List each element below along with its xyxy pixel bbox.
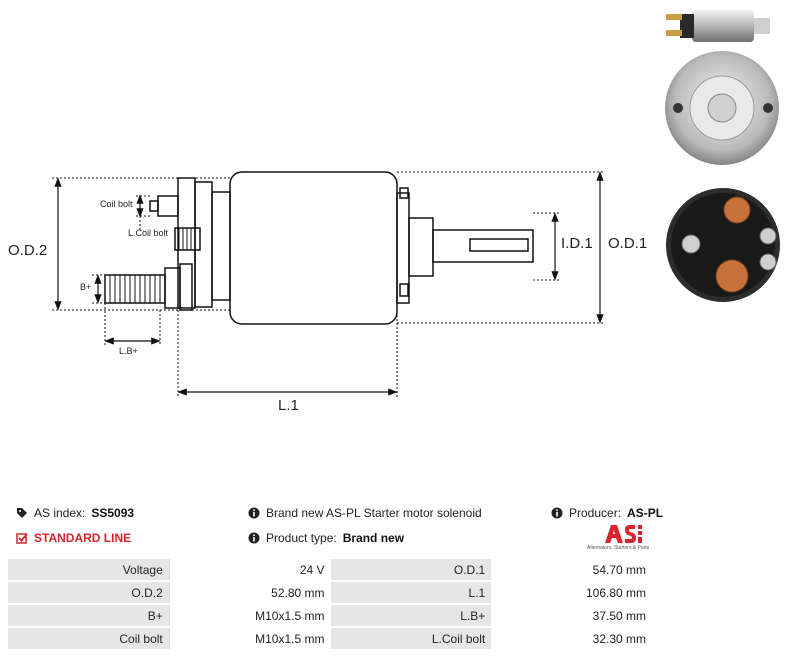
producer-row: Producer: AS-PL — [551, 506, 663, 520]
solenoid-technical-drawing: O.D.2 O.D.1 I.D.1 L.1 Coil bolt L.Coil b… — [8, 171, 647, 414]
as-index-row: AS index: SS5093 — [16, 506, 134, 520]
tag-icon — [17, 508, 27, 518]
l-coil-bolt-label: L.Coil bolt — [128, 228, 169, 238]
checkbox-checked-icon — [16, 533, 28, 544]
as-index-value: SS5093 — [91, 506, 135, 520]
producer-label: Producer: — [569, 506, 622, 520]
spec-label: Voltage — [8, 559, 170, 582]
spec-value: 24 V — [168, 559, 331, 582]
spec-value: M10x1.5 mm — [168, 627, 331, 651]
spec-value: 52.80 mm — [168, 581, 331, 605]
standard-line-row: STANDARD LINE — [16, 531, 131, 545]
id1-label: I.D.1 — [561, 235, 593, 252]
spec-label: L.B+ — [330, 604, 492, 628]
spec-value: 32.30 mm — [491, 627, 652, 651]
spec-value: 106.80 mm — [491, 581, 652, 605]
spec-value: 54.70 mm — [491, 559, 652, 582]
info-icon — [551, 507, 563, 519]
spec-value: 37.50 mm — [491, 604, 652, 628]
producer-value: AS-PL — [627, 506, 664, 520]
solenoid-side-photo — [666, 10, 770, 42]
plunger-sleeve — [408, 217, 434, 277]
info-icon — [248, 507, 260, 519]
solenoid-rear-photo — [666, 188, 780, 302]
spec-label: O.D.1 — [330, 559, 492, 582]
product-description: Brand new AS-PL Starter motor solenoid — [266, 506, 482, 520]
as-index-label: AS index: — [34, 506, 86, 520]
l1-label: L.1 — [278, 397, 299, 414]
b-plus-label: B+ — [80, 282, 91, 292]
l-b-plus-label: L.B+ — [119, 346, 138, 356]
solenoid-front-photo — [665, 51, 779, 165]
product-type-row: Product type: Brand new — [248, 531, 404, 545]
od1-label: O.D.1 — [608, 235, 647, 252]
od2-label: O.D.2 — [8, 242, 47, 259]
spec-label: L.Coil bolt — [330, 627, 492, 651]
spec-label: L.1 — [330, 581, 492, 605]
spec-label: Coil bolt — [8, 627, 170, 651]
description-row: Brand new AS-PL Starter motor solenoid — [248, 506, 482, 520]
coil-bolt-label: Coil bolt — [100, 199, 133, 209]
as-pl-logo — [605, 525, 642, 543]
info-icon — [248, 532, 260, 544]
solenoid-body — [229, 171, 398, 325]
thread-lines — [109, 228, 196, 303]
logo-tagline: Alternators, Starters & Parts — [587, 545, 650, 551]
coil-bolt — [157, 195, 179, 217]
spec-label: B+ — [8, 604, 170, 628]
front-flange — [396, 192, 410, 304]
standard-line-label: STANDARD LINE — [34, 531, 132, 545]
plunger — [432, 229, 534, 263]
spec-value: M10x1.5 mm — [168, 604, 331, 628]
spec-label: O.D.2 — [8, 581, 170, 605]
product-type-label: Product type: — [266, 531, 337, 545]
product-type-value: Brand new — [342, 531, 405, 545]
